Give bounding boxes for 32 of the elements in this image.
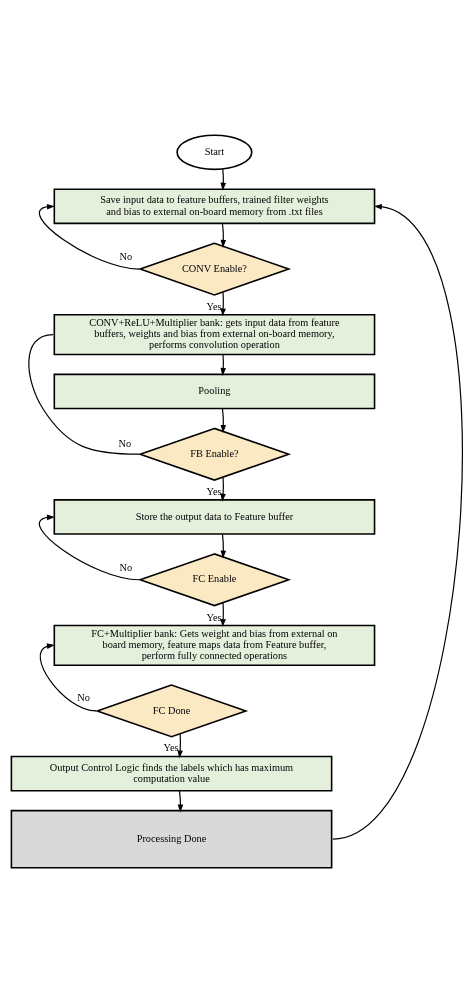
arrow <box>220 222 227 248</box>
connector <box>28 333 140 455</box>
edge-label: No <box>119 561 133 573</box>
edge-label: No <box>119 250 133 262</box>
node-box: Pooling <box>53 373 376 409</box>
arrow <box>220 168 227 191</box>
node-box: Output Control Logic finds the labels which has maximum computation value <box>10 755 333 792</box>
arrow <box>38 514 140 580</box>
arrow <box>332 203 463 840</box>
arrow <box>38 203 140 270</box>
arrow <box>220 601 226 627</box>
arrow <box>39 642 97 711</box>
arrow <box>220 291 226 316</box>
edge-label: No <box>77 691 90 703</box>
node-box: Store the output data to Feature buffer <box>53 498 376 535</box>
node-box: Save input data to feature buffers, trained filter weights and bias to external on-board memory from .txt files <box>53 187 376 224</box>
node-box: Processing Done <box>10 809 333 869</box>
node-box: FC+Multiplier bank: Gets weight and bias from external on board memory, feature maps data from Feature buffer, perform fully connected operations <box>53 624 376 666</box>
arrow <box>220 353 227 376</box>
arrow <box>220 533 227 559</box>
edge-label: Yes <box>206 485 222 497</box>
edge-label: Yes <box>206 611 222 623</box>
node-box: CONV+ReLU+Multiplier bank: gets input data from feature buffers, weights and bias from external on-board memory, performs convolution operation <box>53 313 376 355</box>
arrow <box>220 407 227 433</box>
node-diamond: FB Enable? <box>137 427 292 481</box>
edge-label: Yes <box>163 741 179 753</box>
edge-label: No <box>118 437 132 449</box>
arrow <box>177 789 184 812</box>
arrow <box>220 476 226 502</box>
edge-label: Yes <box>206 300 222 312</box>
node-ellipse: Start <box>176 133 253 170</box>
node-diamond: FC Done <box>94 683 249 738</box>
